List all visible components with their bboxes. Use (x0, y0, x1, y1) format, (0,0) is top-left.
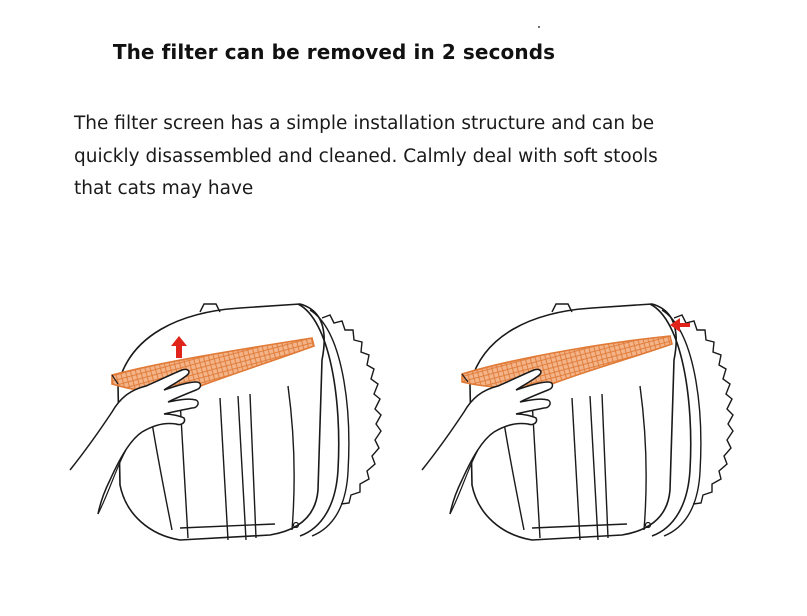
arrow-up-icon (171, 336, 187, 358)
page-title: The filter can be removed in 2 seconds (112, 40, 556, 64)
illustrations (69, 303, 734, 541)
description-text: The filter screen has a simple installat… (74, 108, 694, 206)
description-line-1: The filter screen has a simple installat… (74, 113, 655, 134)
description-line-2: quickly disassembled and cleaned. Calmly… (74, 145, 658, 167)
stray-dot (538, 26, 540, 28)
description-line-3: that cats may have (74, 178, 254, 199)
litter-box-filter-slide-out-icon (421, 303, 734, 541)
litter-box-filter-lift-up-icon (69, 303, 382, 541)
arrow-left-icon (670, 318, 690, 332)
